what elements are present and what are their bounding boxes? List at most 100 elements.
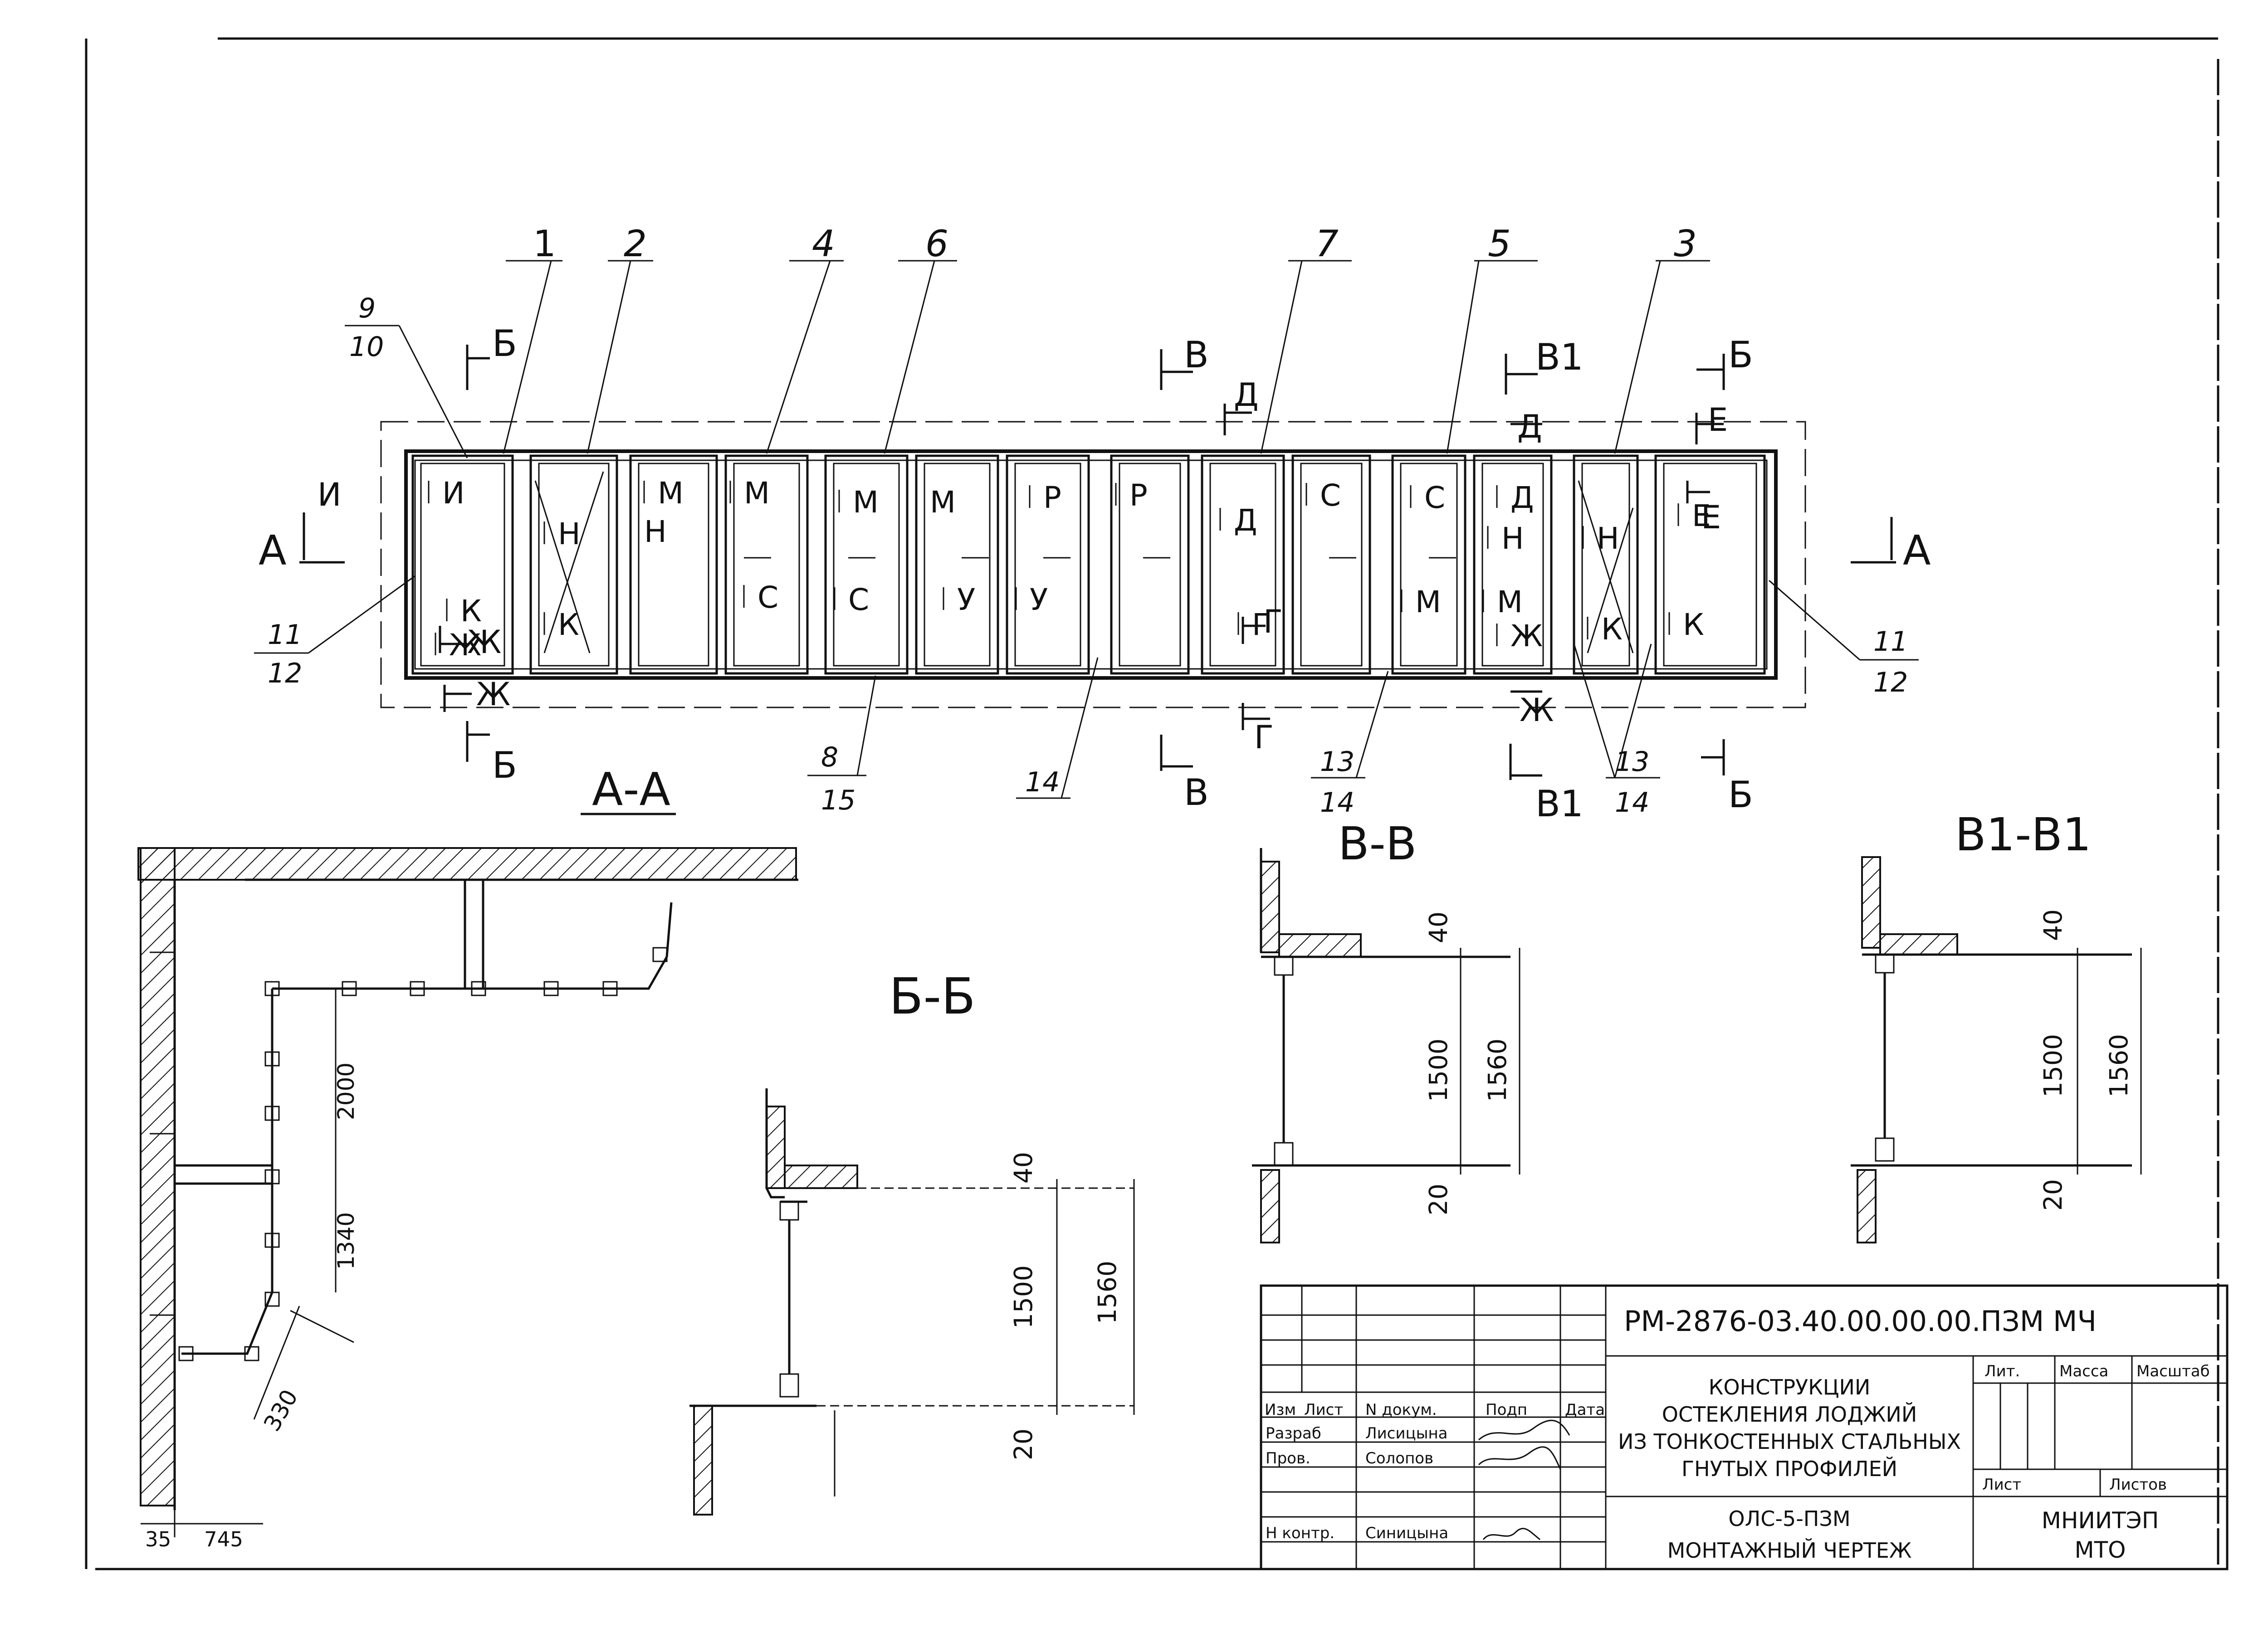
fraction-11-left-num: 11 [268, 619, 302, 651]
sheet-border [85, 37, 2223, 1570]
dim-v1v1-40: 40 [2038, 909, 2068, 941]
tb-title-line-2: ОСТЕКЛЕНИЯ ЛОДЖИЙ [1662, 1402, 1917, 1427]
title-block: Изм Лист N докум. Подп Дата Разраб Лисиц… [1260, 1284, 2229, 1570]
sash-panel [1006, 454, 1090, 675]
sash-label: М [930, 485, 956, 520]
section-vv-title: В-В [1338, 817, 1417, 870]
dim-v1v1-20: 20 [2038, 1179, 2068, 1211]
tb-list: Лист [1982, 1476, 2021, 1494]
dim-aa-35: 35 [145, 1527, 171, 1551]
cut-b-top-left: Б [492, 322, 517, 365]
sash-label: Н [1501, 521, 1524, 556]
dim-bb-20: 20 [1009, 1428, 1038, 1460]
pos-7: 7 [1315, 223, 1339, 265]
dim-bb-1560: 1560 [1093, 1261, 1122, 1324]
tb-doc-code: РМ-2876-03.40.00.00.00.ПЗМ МЧ [1624, 1305, 2097, 1338]
cut-g-bottom: Г [1254, 719, 1274, 756]
section-bb: Б-Б 40 1500 1560 20 [689, 967, 1135, 1516]
sash-glass [1400, 463, 1458, 667]
sash-panel [629, 454, 718, 675]
sash-glass [1581, 463, 1630, 667]
tb-name-prov: Солопов [1365, 1449, 1433, 1467]
cut-d-top: Д [1234, 376, 1259, 414]
tb-listov: Листов [2109, 1476, 2167, 1494]
sash-label: Н [558, 517, 581, 551]
cut-v-top: В [1184, 334, 1209, 376]
tb-role-nkontr: Н контр. [1266, 1524, 1334, 1542]
tb-title-line-4: ГНУТЫХ ПРОФИЛЕЙ [1681, 1457, 1897, 1481]
dim-bb-1500: 1500 [1009, 1265, 1038, 1329]
fraction-13-right-den: 14 [1615, 787, 1649, 819]
sash-label: Р [1129, 478, 1148, 513]
tb-title-line-3: ИЗ ТОНКОСТЕННЫХ СТАЛЬНЫХ [1618, 1429, 1961, 1454]
section-cut-marks: А А Б Б Б Б В В В1 В1 [259, 322, 1931, 825]
cut-b-bottom-right: Б [1728, 774, 1753, 816]
sash-label: М [1497, 585, 1523, 619]
sash-glass [733, 463, 800, 667]
sash-glass [1119, 463, 1181, 667]
sash-glass [420, 463, 505, 667]
sash-label: М [1415, 585, 1441, 619]
sash-label: М [658, 476, 684, 511]
sash-panel [724, 454, 809, 675]
tb-head-ndoc: N докум. [1365, 1401, 1437, 1419]
dim-aa-745: 745 [204, 1527, 243, 1551]
sash-panel [529, 454, 618, 675]
fraction-11-right-den: 12 [1873, 667, 1908, 698]
tb-title-line-1: КОНСТРУКЦИИ [1709, 1375, 1871, 1399]
sash-panel [915, 454, 999, 675]
cut-v-bottom: В [1184, 771, 1209, 814]
tb-head-list: Лист [1304, 1401, 1343, 1419]
opening-diagonal [1578, 480, 1634, 653]
cut-g-panel: Г [1263, 603, 1283, 640]
sash-label: С [1424, 480, 1445, 515]
sash-panel [1573, 454, 1639, 675]
dim-vv-20: 20 [1424, 1184, 1453, 1215]
sash-label: Ж [1510, 619, 1543, 653]
tb-org-2: МТО [2074, 1537, 2126, 1563]
cut-zh-bottom-left: Ж [476, 676, 510, 713]
tb-role-prov: Пров. [1266, 1449, 1310, 1467]
sash-glass [1014, 463, 1081, 667]
sash-panel [1654, 454, 1766, 675]
sash-glass [924, 463, 991, 667]
tb-doc-line-1: ОЛС-5-ПЗМ [1728, 1506, 1850, 1531]
fraction-13-right-num: 13 [1615, 746, 1649, 778]
dim-vv-1560: 1560 [1483, 1038, 1512, 1102]
sash-panel [1291, 454, 1371, 675]
sash-glass [833, 463, 900, 667]
sash-label: Н [1597, 521, 1619, 556]
sash-label: С [758, 580, 778, 615]
tb-name-razrab: Лисицына [1365, 1424, 1448, 1443]
opening-diagonal [543, 471, 604, 653]
sash-glass [1209, 463, 1276, 667]
sash-label: У [957, 582, 975, 617]
sash-label: Р [1043, 480, 1061, 515]
section-v1v1-title: В1-В1 [1955, 808, 2092, 861]
position-leaders [503, 260, 1710, 454]
cut-a-left: А [259, 527, 287, 575]
dim-bb-40: 40 [1009, 1152, 1038, 1184]
sash-label: Д [1510, 480, 1534, 515]
pos-3: 3 [1674, 223, 1697, 265]
fraction-11-right-num: 11 [1873, 626, 1908, 658]
pos-5: 5 [1488, 223, 1511, 265]
sash-glass [638, 463, 709, 667]
section-vv: В-В 40 1500 1560 20 [1252, 817, 1520, 1243]
sash-label: Д [1234, 503, 1257, 538]
section-v1v1: В1-В1 40 1500 1560 20 [1851, 808, 2142, 1243]
sash-label: К [460, 594, 482, 629]
cut-e-panel: Е [1701, 499, 1721, 536]
sash-panel [824, 454, 909, 675]
cut-zh-panel-left: Ж [467, 624, 501, 661]
dim-aa-1340: 1340 [333, 1212, 359, 1270]
sash-label: И [442, 476, 464, 511]
sash-label: К [558, 607, 579, 642]
fraction-8-den: 15 [821, 785, 855, 816]
pos-1: 1 [533, 223, 556, 265]
pos-4: 4 [812, 223, 835, 265]
sash-label: М [744, 476, 770, 511]
dim-v1v1-1560: 1560 [2104, 1034, 2133, 1097]
fraction-8-num: 8 [821, 741, 838, 773]
sash-label: С [848, 582, 869, 617]
